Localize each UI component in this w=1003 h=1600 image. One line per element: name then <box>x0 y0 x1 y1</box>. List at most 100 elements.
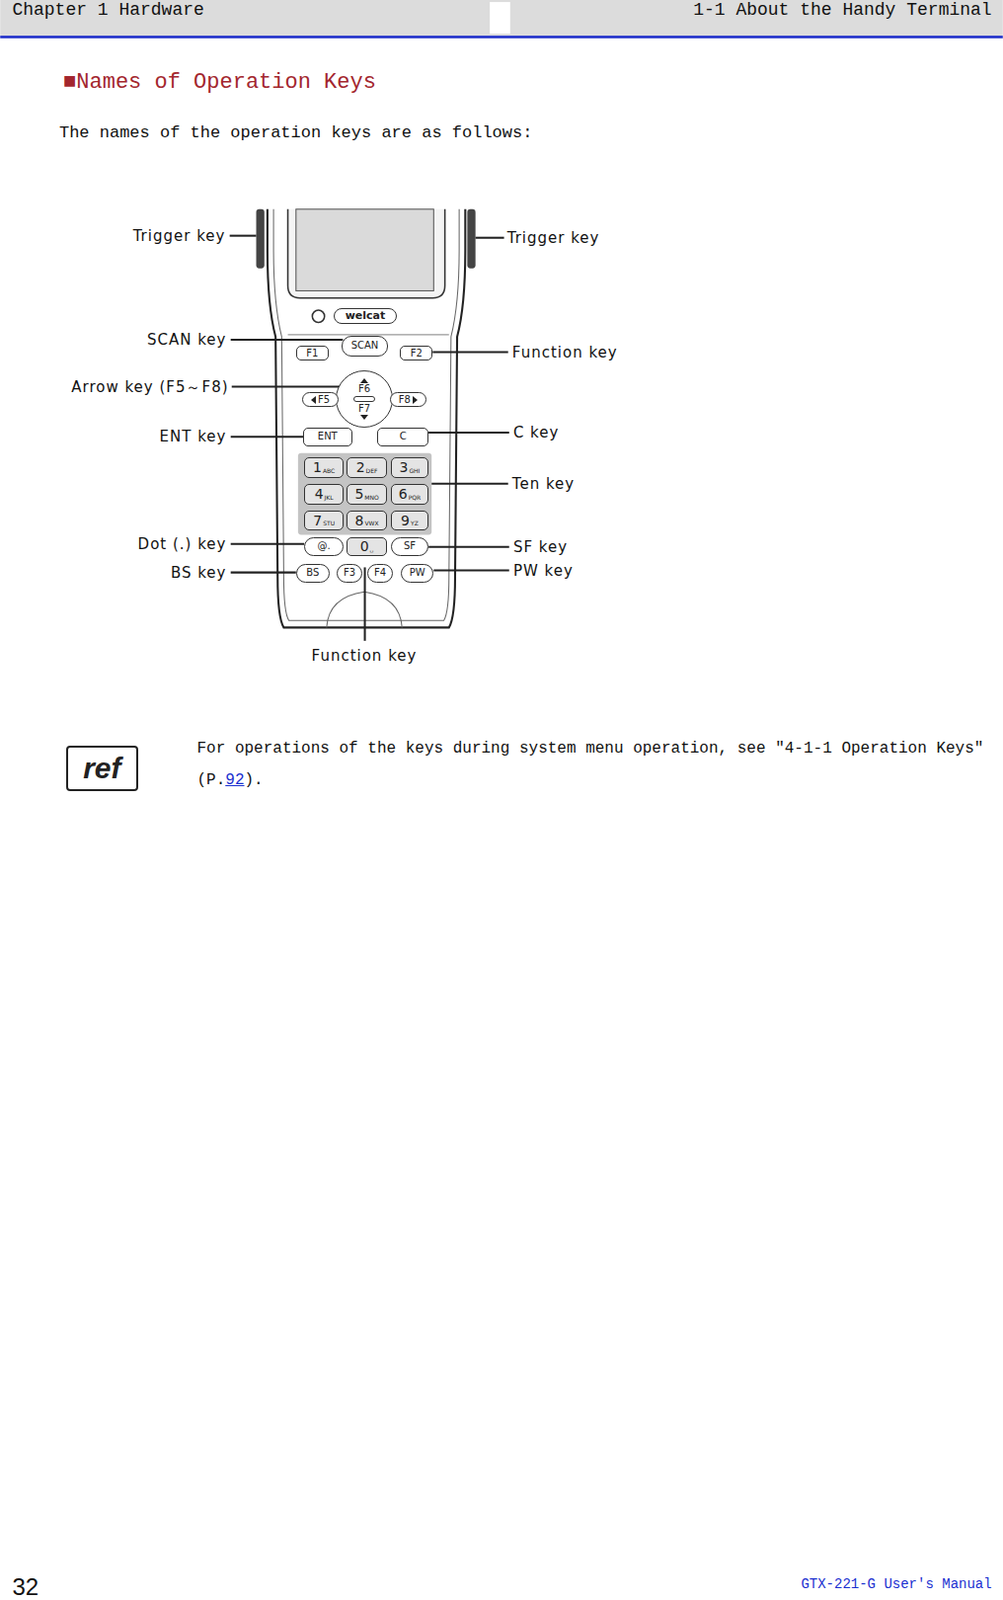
ent-key: ENT <box>303 427 353 447</box>
ref-text: For operations of the keys during system… <box>196 739 984 789</box>
key-legend: PW <box>409 567 426 578</box>
function-key: F1 <box>296 345 329 360</box>
key-legend: @. <box>317 540 331 551</box>
callout-label: Ten key <box>512 474 575 493</box>
ten-key: 4JKL <box>304 483 344 505</box>
header-bar <box>0 0 1003 36</box>
key-legend: F4 <box>374 567 386 578</box>
callout-label: BS key <box>170 563 228 582</box>
key-legend: ref <box>82 753 121 783</box>
ref-icon: ref <box>66 745 138 792</box>
callout-label: Function key <box>512 343 618 362</box>
key-legend: welcat <box>345 309 386 321</box>
footer-manual: GTX-221-G User's Manual <box>800 1575 992 1592</box>
arrow-down-mark <box>360 414 369 420</box>
key-legend: DEF <box>366 467 379 474</box>
key-legend: 3 <box>399 460 409 474</box>
callout-label: Dot (.) key <box>138 535 228 553</box>
sf-key: SF <box>390 537 429 557</box>
key-legend: 4 <box>314 486 324 501</box>
header-section: 1-1 About the Handy Terminal <box>693 0 992 20</box>
key-legend: PQR <box>408 494 422 501</box>
function-key: F4 <box>367 563 393 584</box>
key-legend: 1 <box>312 460 322 474</box>
key-legend: C <box>399 431 407 442</box>
leader-lines <box>230 235 510 641</box>
c-key: C <box>377 427 429 447</box>
page-number: 32 <box>11 1572 39 1600</box>
callout-label: SCAN key <box>147 330 228 349</box>
ref-text-end: ). <box>243 771 263 789</box>
callout-label: ENT key <box>159 427 228 446</box>
arrow-up-mark <box>360 378 369 384</box>
header-gap <box>489 1 511 34</box>
key-legend: 8 <box>355 513 365 528</box>
key-legend: F7 <box>358 403 371 414</box>
arrow-right-mark <box>412 395 418 404</box>
callout-label: SF key <box>513 538 568 556</box>
ten-key: 8VWX <box>346 510 386 532</box>
callout-label: Function key <box>311 646 418 665</box>
page-link: 92 <box>225 771 244 789</box>
ten-key: 9YZ <box>390 510 429 532</box>
ten-key: 3GHI <box>390 457 429 478</box>
callout-label: Trigger key <box>133 227 227 245</box>
key-legend: BS <box>306 567 319 578</box>
led <box>311 309 324 322</box>
key-legend: 2 <box>356 460 366 474</box>
key-legend: F6 <box>358 384 371 394</box>
ten-key: 6PQR <box>390 483 429 505</box>
key-legend: ␣ <box>370 545 375 552</box>
center-bar <box>353 395 376 402</box>
callout-label: Arrow key (F5～F8) <box>71 377 229 396</box>
reference-note: For operations of the keys during system… <box>196 732 987 796</box>
dot-key: @. <box>304 537 344 557</box>
zero-key: 0␣ <box>346 537 386 557</box>
screen-bezel <box>288 209 446 299</box>
ten-key: 1ABC <box>304 457 344 478</box>
key-legend: F3 <box>343 567 356 578</box>
key-legend: 0 <box>360 539 370 553</box>
key-legend: F8 <box>398 394 411 405</box>
arrow-key: F8 <box>389 391 427 408</box>
arrow-key-ring: F6F7 <box>335 370 393 428</box>
device-housing <box>267 209 465 628</box>
key-legend: SCAN <box>351 340 380 351</box>
arrow-key: F5 <box>302 391 339 408</box>
key-legend: GHI <box>408 467 420 474</box>
page-title: ■Names of Operation Keys <box>63 69 377 94</box>
arrow-left-mark <box>310 395 316 404</box>
key-legend: SF <box>403 540 416 551</box>
bs-key: BS <box>296 563 330 584</box>
key-legend: ENT <box>317 431 338 442</box>
trigger-left <box>256 209 265 269</box>
key-legend: MNO <box>364 494 379 501</box>
callout-label: PW key <box>513 561 574 580</box>
key-legend: 9 <box>400 513 410 528</box>
key-legend: 6 <box>398 486 408 501</box>
key-legend: 7 <box>312 513 322 528</box>
key-legend: YZ <box>410 520 419 527</box>
screen <box>296 209 434 292</box>
key-legend: STU <box>322 520 335 527</box>
key-legend: F2 <box>410 348 423 359</box>
key-legend: F5 <box>317 394 330 405</box>
key-legend: F1 <box>306 348 318 359</box>
ten-key: 5MNO <box>346 483 386 505</box>
body-text: The names of the operation keys are as f… <box>59 123 533 143</box>
logo-badge: welcat <box>333 308 397 324</box>
key-legend: 5 <box>354 486 364 501</box>
ten-key-panel <box>298 453 432 536</box>
header-chapter: Chapter 1 Hardware <box>11 0 204 20</box>
key-legend: JKL <box>324 494 334 501</box>
callout-label: C key <box>513 423 560 442</box>
ten-key: 2DEF <box>346 457 386 478</box>
function-key: F2 <box>399 345 433 360</box>
housing-inner <box>273 209 460 620</box>
pw-key: PW <box>400 563 434 584</box>
function-key: F3 <box>336 563 363 584</box>
key-legend: VWX <box>364 520 379 527</box>
key-legend: ABC <box>322 467 335 474</box>
header-rule <box>0 35 1003 39</box>
trigger-right <box>466 209 475 269</box>
